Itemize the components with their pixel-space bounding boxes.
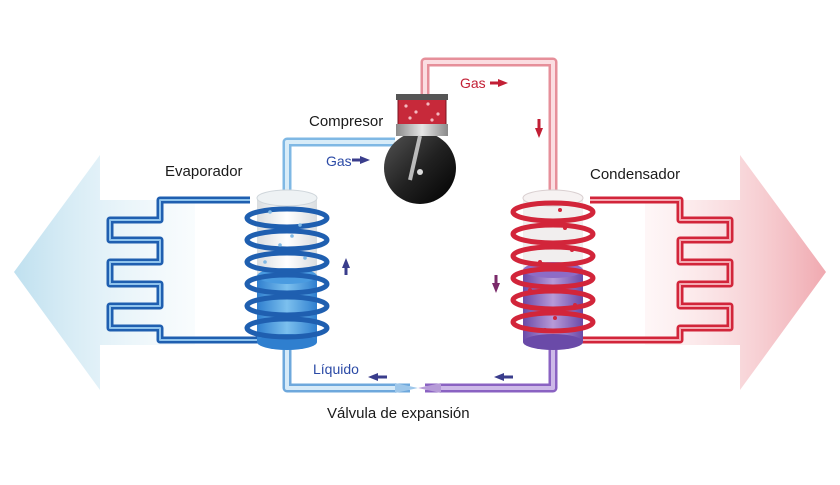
- cold-air-arrow-shape: [14, 155, 195, 390]
- gas-in-arrow-shaft: [352, 158, 361, 162]
- compressor-piston-icon: [384, 94, 456, 204]
- liquid-line-pipe: [425, 345, 558, 393]
- gas-out-arrow-icon: [498, 79, 508, 87]
- liquid-label: Líquido: [313, 361, 359, 377]
- condenser-label: Condensador: [590, 166, 680, 183]
- flow-arrows: [342, 156, 513, 381]
- suction-pipe: [282, 137, 395, 196]
- valve-label: Válvula de expansión: [327, 405, 470, 422]
- gas-in-arrow-icon: [360, 156, 370, 164]
- expansion-valve-icon: [395, 383, 441, 393]
- compressor-label: Compresor: [309, 113, 383, 130]
- up-arrow-icon: [342, 258, 350, 268]
- gas-out-label: Gas: [460, 75, 486, 91]
- condenser-coil-icon: [510, 189, 596, 350]
- heat-air-arrow-shape: [645, 155, 826, 390]
- gas-in-label: Gas: [326, 153, 352, 169]
- evaporator-label: Evaporador: [165, 163, 243, 180]
- evaporator-coil-icon: [244, 189, 330, 350]
